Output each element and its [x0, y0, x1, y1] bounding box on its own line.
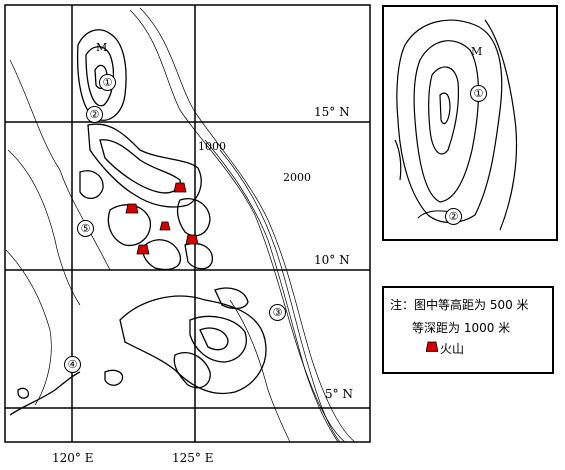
lon-label-120e: 120° E	[52, 451, 94, 465]
lat-label-15n: 15° N	[314, 105, 350, 119]
volcano-marker	[159, 221, 171, 231]
land-contours	[9, 29, 267, 416]
volcano-marker	[185, 234, 199, 245]
volcano-marker	[173, 182, 187, 193]
lat-label-10n: 10° N	[314, 253, 350, 267]
inset-contours	[394, 19, 518, 231]
volcano-marker	[136, 244, 150, 255]
depth-label-1000: 1000	[198, 140, 226, 153]
legend: 注：图中等高距为 500 米 等深距为 1000 米 火山	[382, 286, 554, 374]
inset-frame	[382, 5, 558, 241]
graticule	[5, 5, 370, 442]
marker-2: ②	[86, 106, 103, 123]
lon-label-125e: 125° E	[172, 451, 214, 465]
depth-label-2000: 2000	[283, 171, 311, 184]
marker-5: ⑤	[77, 220, 94, 237]
lat-label-5n: 5° N	[325, 387, 353, 401]
volcano-marker	[125, 203, 139, 214]
marker-4: ④	[64, 356, 81, 373]
point-label-m: M	[96, 41, 108, 54]
marker-1: ①	[99, 74, 116, 91]
volcano-markers	[125, 182, 199, 255]
inset-marker-1: ①	[470, 85, 487, 102]
legend-volcano-label: 火山	[440, 342, 465, 356]
volcano-icon	[426, 341, 438, 352]
inset-point-label-m: M	[471, 45, 483, 58]
legend-note-line1: 注：图中等高距为 500 米	[390, 298, 529, 312]
legend-note-line2: 等深距为 1000 米	[412, 321, 511, 335]
map-frame	[4, 4, 371, 443]
inset-marker-2: ②	[445, 208, 462, 225]
marker-3: ③	[269, 304, 286, 321]
